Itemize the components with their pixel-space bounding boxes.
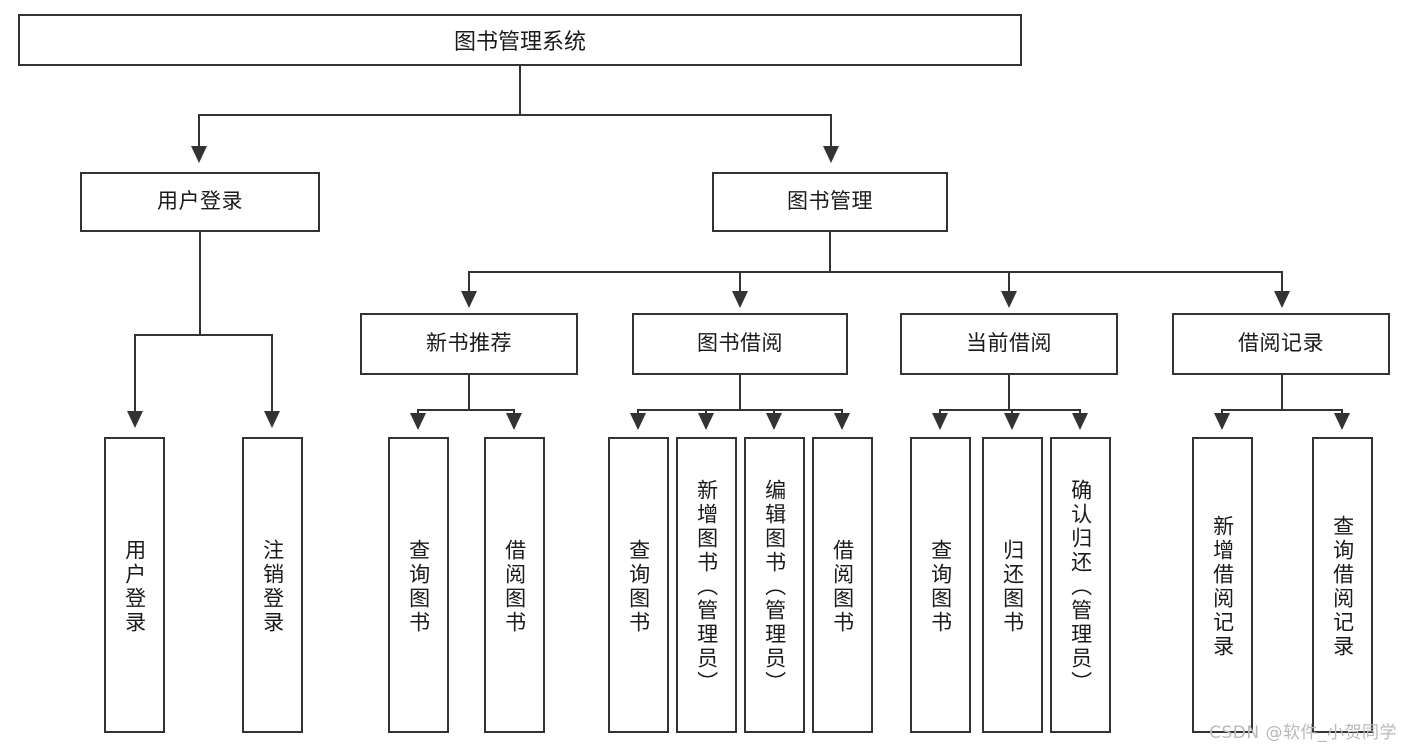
edge-to-user-login (198, 114, 200, 148)
arrow-leaf-add-book-admin (698, 413, 714, 430)
arrow-leaf-query-book-recommend (410, 413, 426, 430)
edge-root-stem (519, 66, 521, 116)
node-leaf-edit-book-admin[interactable]: 编辑图书（管理员） (744, 437, 805, 733)
edge-bb-child-3 (773, 409, 775, 415)
edge-current-borrow-bus (939, 409, 1081, 411)
node-label: 当前借阅 (966, 331, 1052, 356)
node-leaf-add-book-admin[interactable]: 新增图书（管理员） (676, 437, 737, 733)
edge-nbr-child-1 (417, 409, 419, 415)
edge-br-child-2 (1341, 409, 1343, 415)
node-label: 借阅记录 (1238, 331, 1324, 356)
node-leaf-query-book-borrow[interactable]: 查询图书 (608, 437, 669, 733)
node-borrow-records[interactable]: 借阅记录 (1172, 313, 1390, 375)
node-label: 新增图书（管理员） (694, 479, 719, 695)
arrow-leaf-return-book (1004, 413, 1020, 430)
edge-book-borrow-bus (637, 409, 842, 411)
arrow-leaf-edit-book-admin (766, 413, 782, 430)
edge-nbr-child-2 (513, 409, 515, 415)
node-label: 用户登录 (157, 189, 243, 214)
node-label: 查询借阅记录 (1330, 515, 1355, 659)
node-label: 图书借阅 (697, 331, 783, 356)
edge-to-book-management (830, 114, 832, 148)
arrow-to-book-management (823, 146, 839, 163)
node-label: 归还图书 (1000, 539, 1025, 635)
node-user-login[interactable]: 用户登录 (80, 172, 320, 232)
edge-cb-child-1 (939, 409, 941, 415)
node-leaf-query-borrow-record[interactable]: 查询借阅记录 (1312, 437, 1373, 733)
arrow-leaf-user-login (127, 411, 143, 428)
edge-user-login-stem (199, 232, 201, 335)
arrow-to-borrow-records (1274, 291, 1290, 308)
edge-user-login-child-2 (271, 334, 273, 413)
node-leaf-logout[interactable]: 注销登录 (242, 437, 303, 733)
node-leaf-query-book-current[interactable]: 查询图书 (910, 437, 971, 733)
edge-current-borrow-stem (1008, 375, 1010, 411)
node-leaf-return-book[interactable]: 归还图书 (982, 437, 1043, 733)
arrow-leaf-borrow-book-recommend (506, 413, 522, 430)
node-current-borrow[interactable]: 当前借阅 (900, 313, 1118, 375)
arrow-to-new-book-recommend (461, 291, 477, 308)
edge-bb-child-2 (705, 409, 707, 415)
edge-to-new-book-recommend (468, 271, 470, 293)
edge-new-book-recommend-bus (417, 409, 514, 411)
edge-cb-child-3 (1079, 409, 1081, 415)
edge-br-child-1 (1221, 409, 1223, 415)
node-leaf-borrow-book-recommend[interactable]: 借阅图书 (484, 437, 545, 733)
node-label: 新增借阅记录 (1210, 515, 1235, 659)
edge-to-current-borrow (1008, 271, 1010, 293)
node-label: 查询图书 (406, 539, 431, 635)
edge-to-borrow-records (1281, 271, 1283, 293)
arrow-leaf-confirm-return-admin (1072, 413, 1088, 430)
arrow-leaf-borrow-book (834, 413, 850, 430)
edge-new-book-recommend-stem (468, 375, 470, 411)
edge-bb-child-4 (841, 409, 843, 415)
node-label: 用户登录 (122, 539, 147, 635)
arrow-to-user-login (191, 146, 207, 163)
edge-book-management-stem (829, 232, 831, 273)
arrow-to-book-borrow (732, 291, 748, 308)
arrow-leaf-logout (264, 411, 280, 428)
node-label: 新书推荐 (426, 331, 512, 356)
node-label: 图书管理 (787, 189, 873, 214)
node-leaf-user-login[interactable]: 用户登录 (104, 437, 165, 733)
edge-bb-child-1 (637, 409, 639, 415)
node-root-book-management-system[interactable]: 图书管理系统 (18, 14, 1022, 66)
node-label: 图书管理系统 (453, 30, 586, 55)
edge-borrow-records-stem (1281, 375, 1283, 411)
arrow-leaf-add-borrow-record (1214, 413, 1230, 430)
edge-level1-bus (198, 114, 832, 116)
edge-user-login-bus (134, 334, 272, 336)
node-leaf-confirm-return-admin[interactable]: 确认归还（管理员） (1050, 437, 1111, 733)
arrow-leaf-query-book-borrow (630, 413, 646, 430)
edge-user-login-child-1 (134, 334, 136, 413)
node-book-management[interactable]: 图书管理 (712, 172, 948, 232)
node-label: 确认归还（管理员） (1068, 479, 1093, 695)
arrow-to-current-borrow (1001, 291, 1017, 308)
edge-borrow-records-bus (1221, 409, 1342, 411)
edge-cb-child-2 (1011, 409, 1013, 415)
edge-level2-bus (468, 271, 1282, 273)
node-new-book-recommend[interactable]: 新书推荐 (360, 313, 578, 375)
watermark: CSDN @软件_小贺同学 (1209, 723, 1397, 743)
node-label: 编辑图书（管理员） (762, 479, 787, 695)
node-label: 注销登录 (260, 539, 285, 635)
edge-to-book-borrow (739, 271, 741, 293)
node-label: 借阅图书 (830, 539, 855, 635)
edge-book-borrow-stem (739, 375, 741, 411)
node-leaf-borrow-book[interactable]: 借阅图书 (812, 437, 873, 733)
node-label: 借阅图书 (502, 539, 527, 635)
node-leaf-add-borrow-record[interactable]: 新增借阅记录 (1192, 437, 1253, 733)
node-label: 查询图书 (928, 539, 953, 635)
node-book-borrow[interactable]: 图书借阅 (632, 313, 848, 375)
node-leaf-query-book-recommend[interactable]: 查询图书 (388, 437, 449, 733)
arrow-leaf-query-book-current (932, 413, 948, 430)
node-label: 查询图书 (626, 539, 651, 635)
arrow-leaf-query-borrow-record (1334, 413, 1350, 430)
